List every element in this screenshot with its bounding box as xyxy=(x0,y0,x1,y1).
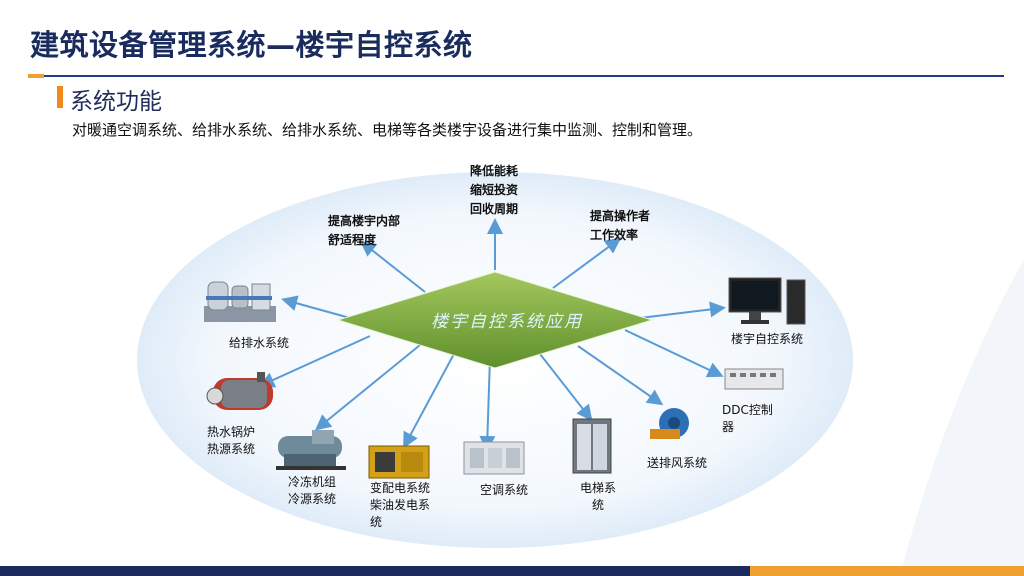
label-power-line3: 统 xyxy=(370,515,383,529)
generator-icon xyxy=(368,445,430,479)
label-elevator-line1: 电梯系 xyxy=(580,481,617,495)
label-boiler-line2: 热源系统 xyxy=(207,442,256,456)
title-divider-accent xyxy=(28,74,44,78)
goal-efficiency-line2: 工作效率 xyxy=(590,228,639,242)
goal-comfort-line1: 提高楼宇内部 xyxy=(328,214,401,228)
label-elevator-line2: 统 xyxy=(592,498,605,512)
goal-energy-line1: 降低能耗 xyxy=(470,164,519,178)
label-boiler: 热水锅炉 热源系统 xyxy=(207,424,255,458)
label-chiller-line2: 冷源系统 xyxy=(288,492,337,506)
center-label: 楼宇自控系统应用 xyxy=(431,312,583,332)
center-diamond xyxy=(336,271,654,369)
label-computer: 楼宇自控系统 xyxy=(731,332,804,346)
label-ddc-line1: DDC控制 xyxy=(722,403,773,417)
label-water: 给排水系统 xyxy=(229,336,290,350)
goal-energy-line2: 缩短投资 xyxy=(470,183,519,197)
footer-bar-accent xyxy=(750,566,1024,576)
water-pump-icon xyxy=(204,281,276,322)
arrow-power xyxy=(403,351,456,449)
label-power-line1: 变配电系统 xyxy=(370,481,431,495)
label-power-line2: 柴油发电系 xyxy=(370,498,431,512)
label-ac: 空调系统 xyxy=(480,483,529,497)
label-chiller: 冷冻机组 冷源系统 xyxy=(288,474,336,508)
arrow-computer xyxy=(639,301,726,319)
label-ddc: DDC控制 器 xyxy=(722,402,773,436)
goal-efficiency-line1: 提高操作者 xyxy=(590,209,651,223)
description-text: 对暖通空调系统、给排水系统、给排水系统、电梯等各类楼宇设备进行集中监测、控制和管… xyxy=(72,121,703,139)
arrow-fan xyxy=(577,345,664,406)
boiler-icon xyxy=(206,372,273,410)
decor-swirl xyxy=(900,260,1024,576)
goal-comfort-line2: 舒适程度 xyxy=(328,233,377,247)
arrow-elevator xyxy=(539,353,593,422)
arrow-boiler xyxy=(258,335,371,388)
page-title: 建筑设备管理系统—楼宇自控系统 xyxy=(30,28,473,62)
computer-icon xyxy=(728,277,806,325)
arrow-comfort xyxy=(359,240,426,293)
chiller-icon xyxy=(276,430,346,470)
arrow-water xyxy=(281,295,351,319)
goal-comfort: 提高楼宇内部 舒适程度 xyxy=(328,212,400,250)
elevator-icon xyxy=(572,418,612,474)
air-handler-icon xyxy=(463,441,525,475)
label-power: 变配电系统 柴油发电系 统 xyxy=(370,480,430,531)
label-chiller-line1: 冷冻机组 xyxy=(288,475,337,489)
footer-bar xyxy=(0,566,750,576)
fan-icon xyxy=(650,408,689,439)
arrow-ac xyxy=(479,357,496,452)
label-ddc-line2: 器 xyxy=(722,420,735,434)
arrow-efficiency xyxy=(552,237,622,289)
arrow-chiller xyxy=(314,344,421,431)
arrow-ddc xyxy=(624,329,724,378)
goal-energy-line3: 回收周期 xyxy=(470,202,519,216)
goal-efficiency: 提高操作者 工作效率 xyxy=(590,207,650,245)
label-elevator: 电梯系 统 xyxy=(580,480,616,514)
ddc-controller-icon xyxy=(724,368,784,390)
label-fan: 送排风系统 xyxy=(647,456,708,470)
goal-energy: 降低能耗 缩短投资 回收周期 xyxy=(470,162,518,219)
label-boiler-line1: 热水锅炉 xyxy=(207,425,256,439)
section-marker xyxy=(57,86,63,108)
section-heading: 系统功能 xyxy=(70,89,162,115)
title-divider xyxy=(44,75,1004,77)
